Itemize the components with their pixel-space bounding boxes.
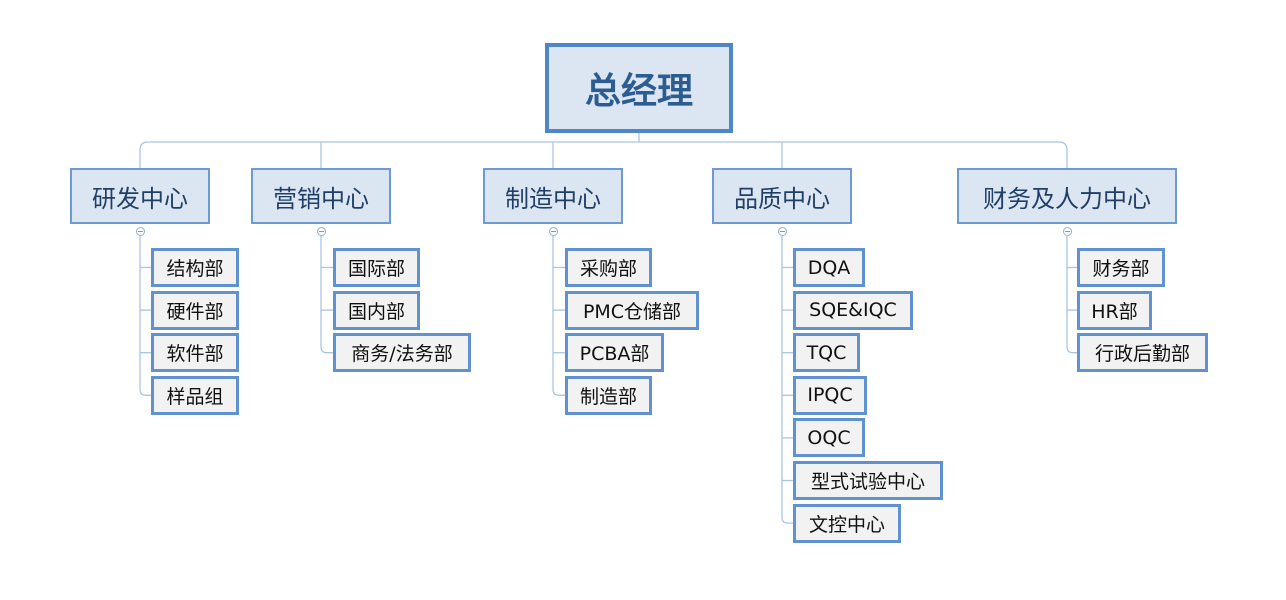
dept-label: 品质中心 (734, 184, 830, 213)
sub-node[interactable]: 制造部 (565, 375, 652, 415)
sub-label: 采购部 (579, 258, 637, 280)
sub-node[interactable]: SQE&IQC (793, 290, 913, 330)
sub-label: PMC仓储部 (582, 300, 682, 323)
sub-label: PCBA部 (579, 343, 650, 366)
sub-node[interactable]: 国际部 (333, 248, 420, 287)
sub-node[interactable]: 软件部 (151, 333, 239, 373)
sub-label: TQC (806, 341, 847, 364)
dept-label: 营销中心 (273, 184, 369, 213)
sub-node[interactable]: TQC (793, 333, 860, 373)
sub-node[interactable]: 商务/法务部 (333, 333, 471, 373)
branch-trunk-line (552, 236, 565, 396)
sub-label: 软件部 (166, 343, 224, 366)
dept-label: 财务及人力中心 (983, 184, 1151, 213)
sub-label: 型式试验中心 (810, 471, 925, 493)
sub-node[interactable]: PMC仓储部 (565, 290, 699, 330)
sub-label: HR部 (1091, 300, 1138, 323)
branch-trunk-line (781, 236, 793, 524)
collapse-toggle-icon[interactable] (777, 227, 787, 236)
collapse-toggle-icon[interactable] (1062, 227, 1072, 236)
sub-node[interactable]: HR部 (1077, 290, 1152, 330)
collapse-toggle-icon[interactable] (316, 227, 326, 236)
dept-node-rnd[interactable]: 研发中心 (70, 168, 210, 224)
sub-node[interactable]: 采购部 (565, 248, 652, 287)
dept-label: 研发中心 (92, 184, 188, 213)
sub-label: DQA (807, 256, 851, 279)
sub-node[interactable]: PCBA部 (565, 333, 664, 373)
sub-node[interactable]: 财务部 (1077, 248, 1165, 287)
sub-node[interactable]: 行政后勤部 (1077, 333, 1208, 373)
sub-node[interactable]: 国内部 (333, 290, 420, 330)
sub-label: IPQC (807, 384, 853, 407)
sub-node[interactable]: DQA (793, 248, 865, 287)
sub-label: 结构部 (166, 258, 224, 280)
sub-node[interactable]: 样品组 (151, 375, 239, 415)
root-label: 总经理 (584, 71, 693, 112)
sub-label: 行政后勤部 (1094, 343, 1190, 366)
dept-label: 制造中心 (505, 184, 601, 213)
dept-bus-line (139, 141, 1068, 168)
dept-node-finance-hr[interactable]: 财务及人力中心 (957, 168, 1177, 224)
sub-label: 财务部 (1092, 258, 1150, 280)
sub-node[interactable]: 结构部 (151, 248, 239, 287)
branch-trunk-line (1066, 236, 1077, 354)
branch-trunk-line (139, 236, 151, 396)
sub-node[interactable]: 文控中心 (793, 503, 901, 543)
sub-label: 样品组 (166, 385, 224, 408)
sub-node[interactable]: OQC (793, 418, 865, 458)
sub-label: 硬件部 (166, 300, 224, 323)
collapse-toggle-icon[interactable] (548, 227, 558, 236)
dept-node-manufacturing[interactable]: 制造中心 (483, 168, 623, 224)
sub-node[interactable]: 硬件部 (151, 290, 239, 330)
sub-label: 商务/法务部 (351, 343, 453, 366)
sub-node[interactable]: 型式试验中心 (793, 461, 943, 500)
branch-trunk-line (320, 236, 333, 354)
dept-node-marketing[interactable]: 营销中心 (251, 168, 391, 224)
collapse-toggle-icon[interactable] (135, 227, 145, 236)
sub-label: 文控中心 (808, 513, 885, 536)
sub-label: 制造部 (579, 385, 637, 408)
sub-label: OQC (807, 426, 851, 449)
sub-node[interactable]: IPQC (793, 375, 867, 415)
dept-node-quality[interactable]: 品质中心 (712, 168, 852, 224)
root-node-general-manager[interactable]: 总经理 (545, 43, 733, 133)
sub-label: SQE&IQC (809, 299, 897, 322)
sub-label: 国内部 (347, 300, 405, 323)
sub-label: 国际部 (347, 258, 405, 280)
